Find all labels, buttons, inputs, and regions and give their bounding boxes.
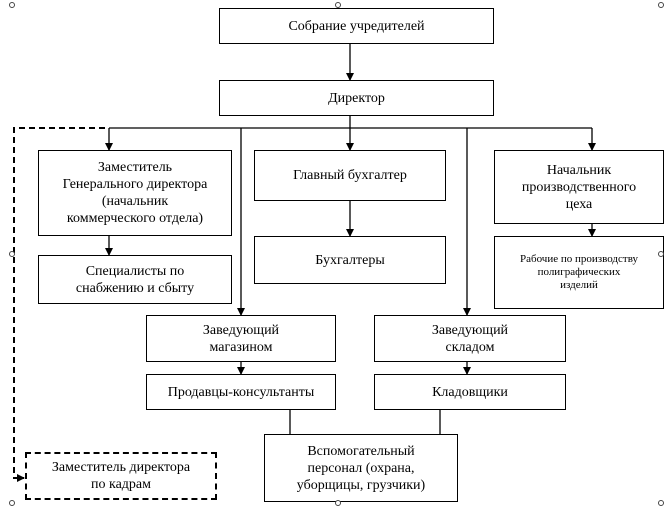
edge-director-hr-dashed <box>13 127 105 482</box>
selection-handle-bottom-right[interactable] <box>658 500 664 506</box>
node-accountants-label: Бухгалтеры <box>315 252 385 268</box>
node-supply-specialists-label: Специалисты по снабжению и сбыту <box>75 263 195 296</box>
node-deputy-general-label: Заместитель Генерального директора (нача… <box>62 160 208 226</box>
node-sales-consultants: Продавцы-консультанты <box>146 374 336 410</box>
selection-handle-middle-right[interactable] <box>658 251 664 257</box>
node-production-head-label: Начальник производственного цеха <box>521 162 637 212</box>
node-accountants: Бухгалтеры <box>254 236 446 284</box>
node-chief-accountant-label: Главный бухгалтер <box>293 168 407 183</box>
node-storekeepers: Кладовщики <box>374 374 566 410</box>
node-production-head: Начальник производственного цеха <box>494 150 664 224</box>
selection-handle-top-center[interactable] <box>335 2 341 8</box>
node-store-manager: Заведующий магазином <box>146 315 336 362</box>
node-director: Директор <box>219 80 494 116</box>
node-support-staff-label: Вспомогательный персонал (охрана, уборщи… <box>296 443 426 493</box>
node-storekeepers-label: Кладовщики <box>432 384 508 400</box>
node-supply-specialists: Специалисты по снабжению и сбыту <box>38 255 232 304</box>
selection-handle-middle-left[interactable] <box>9 251 15 257</box>
node-founders-label: Собрание учредителей <box>288 18 425 34</box>
node-sales-consultants-label: Продавцы-консультанты <box>167 384 315 400</box>
node-print-workers: Рабочие по производству полиграфических … <box>494 236 664 309</box>
selection-handle-top-left[interactable] <box>9 2 15 8</box>
node-deputy-general: Заместитель Генерального директора (нача… <box>38 150 232 236</box>
node-warehouse-manager-label: Заведующий складом <box>431 322 509 355</box>
node-hr-deputy-label: Заместитель директора по кадрам <box>51 460 191 492</box>
selection-handle-top-right[interactable] <box>658 2 664 8</box>
node-warehouse-manager: Заведующий складом <box>374 315 566 362</box>
node-print-workers-label: Рабочие по производству полиграфических … <box>519 253 639 291</box>
node-store-manager-label: Заведующий магазином <box>202 322 280 355</box>
node-director-label: Директор <box>328 90 385 106</box>
node-chief-accountant: Главный бухгалтер <box>254 150 446 201</box>
node-hr-deputy: Заместитель директора по кадрам <box>25 452 217 500</box>
selection-handle-bottom-left[interactable] <box>9 500 15 506</box>
node-support-staff: Вспомогательный персонал (охрана, уборщи… <box>264 434 458 502</box>
node-founders: Собрание учредителей <box>219 8 494 44</box>
selection-handle-bottom-center[interactable] <box>335 500 341 506</box>
